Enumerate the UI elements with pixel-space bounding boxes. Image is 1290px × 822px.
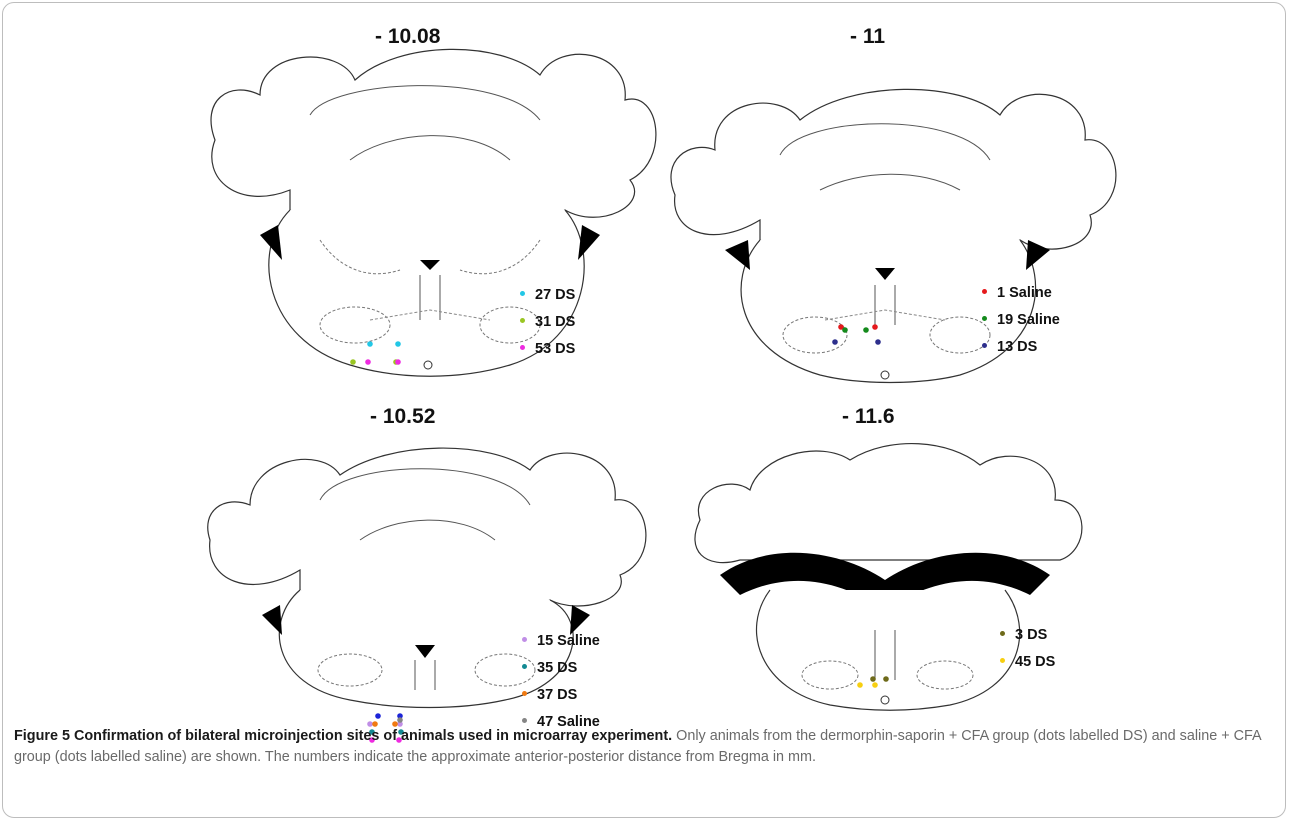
injection-site-dot — [369, 737, 375, 743]
injection-site-dot — [398, 729, 404, 735]
injection-site-dot — [365, 359, 371, 365]
legend-label: 13 DS — [997, 339, 1038, 355]
injection-site-dot — [870, 676, 876, 682]
brain-section-outline — [670, 88, 1117, 384]
injection-site-dot — [367, 341, 373, 347]
legend-label: 1 Saline — [997, 285, 1052, 301]
legend-dot-icon — [520, 344, 525, 350]
injection-site-dot — [367, 721, 373, 727]
injection-site-dot — [838, 324, 844, 330]
brain-section-panel-1: - 10.08 27 DS 31 DS 53 DS — [170, 20, 690, 410]
legend-item: 37 DS — [522, 682, 600, 709]
legend-dot-icon — [522, 663, 527, 669]
legend-label: 53 DS — [535, 341, 576, 357]
legend: 1 Saline 19 Saline 13 DS — [982, 280, 1060, 361]
bregma-label: - 10.08 — [375, 25, 441, 48]
legend-label: 35 DS — [537, 660, 578, 676]
caption-title: Figure 5 Confirmation of bilateral micro… — [14, 728, 673, 744]
injection-site-dot — [832, 339, 838, 345]
brain-section-outline — [210, 48, 657, 377]
injection-sites — [350, 341, 401, 365]
legend-item: 3 DS — [1000, 622, 1055, 649]
injection-site-dot — [395, 359, 401, 365]
injection-site-dot — [397, 713, 403, 719]
legend-label: 37 DS — [537, 687, 578, 703]
brain-section-outline — [694, 442, 1083, 711]
bregma-label: - 11.6 — [842, 405, 895, 428]
legend-label: 45 DS — [1015, 654, 1056, 670]
brain-section-panel-4: - 11.6 3 DS 45 DS — [630, 400, 1150, 790]
injection-site-dot — [863, 327, 869, 333]
legend-label: 31 DS — [535, 314, 576, 330]
legend-item: 13 DS — [982, 334, 1060, 361]
injection-site-dot — [872, 324, 878, 330]
injection-sites — [857, 676, 889, 688]
injection-site-dot — [397, 721, 403, 727]
injection-sites — [832, 324, 881, 345]
injection-site-dot — [397, 717, 403, 723]
legend-label: 27 DS — [535, 287, 576, 303]
injection-site-dot — [350, 359, 356, 365]
legend-dot-icon — [1000, 630, 1005, 636]
legend-label: 47 Saline — [537, 714, 600, 730]
legend-item: 53 DS — [520, 336, 575, 363]
injection-site-dot — [875, 339, 881, 345]
legend-label: 19 Saline — [997, 312, 1060, 328]
legend-dot-icon — [522, 690, 527, 696]
legend: 15 Saline 35 DS 37 DS 47 Saline — [522, 628, 600, 736]
legend-item: 31 DS — [520, 309, 575, 336]
legend-item: 45 DS — [1000, 649, 1055, 676]
legend-dot-icon — [982, 315, 987, 321]
injection-site-dot — [842, 327, 848, 333]
legend: 3 DS 45 DS — [1000, 622, 1055, 676]
injection-site-dot — [872, 682, 878, 688]
injection-site-dot — [883, 676, 889, 682]
legend-dot-icon — [520, 317, 525, 323]
legend-dot-icon — [522, 636, 527, 642]
legend: 27 DS 31 DS 53 DS — [520, 282, 575, 363]
figure-caption: Figure 5 Confirmation of bilateral micro… — [14, 726, 1276, 768]
injection-site-dot — [857, 682, 863, 688]
bregma-label: - 11 — [850, 25, 886, 48]
injection-site-dot — [395, 341, 401, 347]
legend-dot-icon — [982, 342, 987, 348]
legend-item: 15 Saline — [522, 628, 600, 655]
legend-item: 35 DS — [522, 655, 600, 682]
legend-item: 27 DS — [520, 282, 575, 309]
legend-dot-icon — [1000, 657, 1005, 663]
legend-item: 47 Saline — [522, 709, 600, 736]
legend-dot-icon — [522, 717, 527, 723]
injection-sites — [367, 713, 404, 743]
legend-item: 1 Saline — [982, 280, 1060, 307]
caption-text: Only animals from the dermorphin-saporin… — [14, 728, 1261, 765]
legend-label: 15 Saline — [537, 633, 600, 649]
brain-section-panel-3: - 10.52 15 Saline 35 DS 37 DS 47 Saline — [170, 400, 690, 790]
legend-dot-icon — [982, 288, 987, 294]
legend-item: 19 Saline — [982, 307, 1060, 334]
brain-section-outline — [207, 447, 647, 709]
brain-section-panel-2: - 11 1 Saline 19 Saline 13 DS — [630, 20, 1150, 410]
injection-site-dot — [375, 713, 381, 719]
injection-site-dot — [372, 721, 378, 727]
injection-site-dot — [369, 729, 375, 735]
bregma-label: - 10.52 — [370, 405, 436, 428]
legend-label: 3 DS — [1015, 627, 1048, 643]
injection-site-dot — [392, 721, 398, 727]
legend-dot-icon — [520, 290, 525, 296]
injection-site-dot — [396, 737, 402, 743]
